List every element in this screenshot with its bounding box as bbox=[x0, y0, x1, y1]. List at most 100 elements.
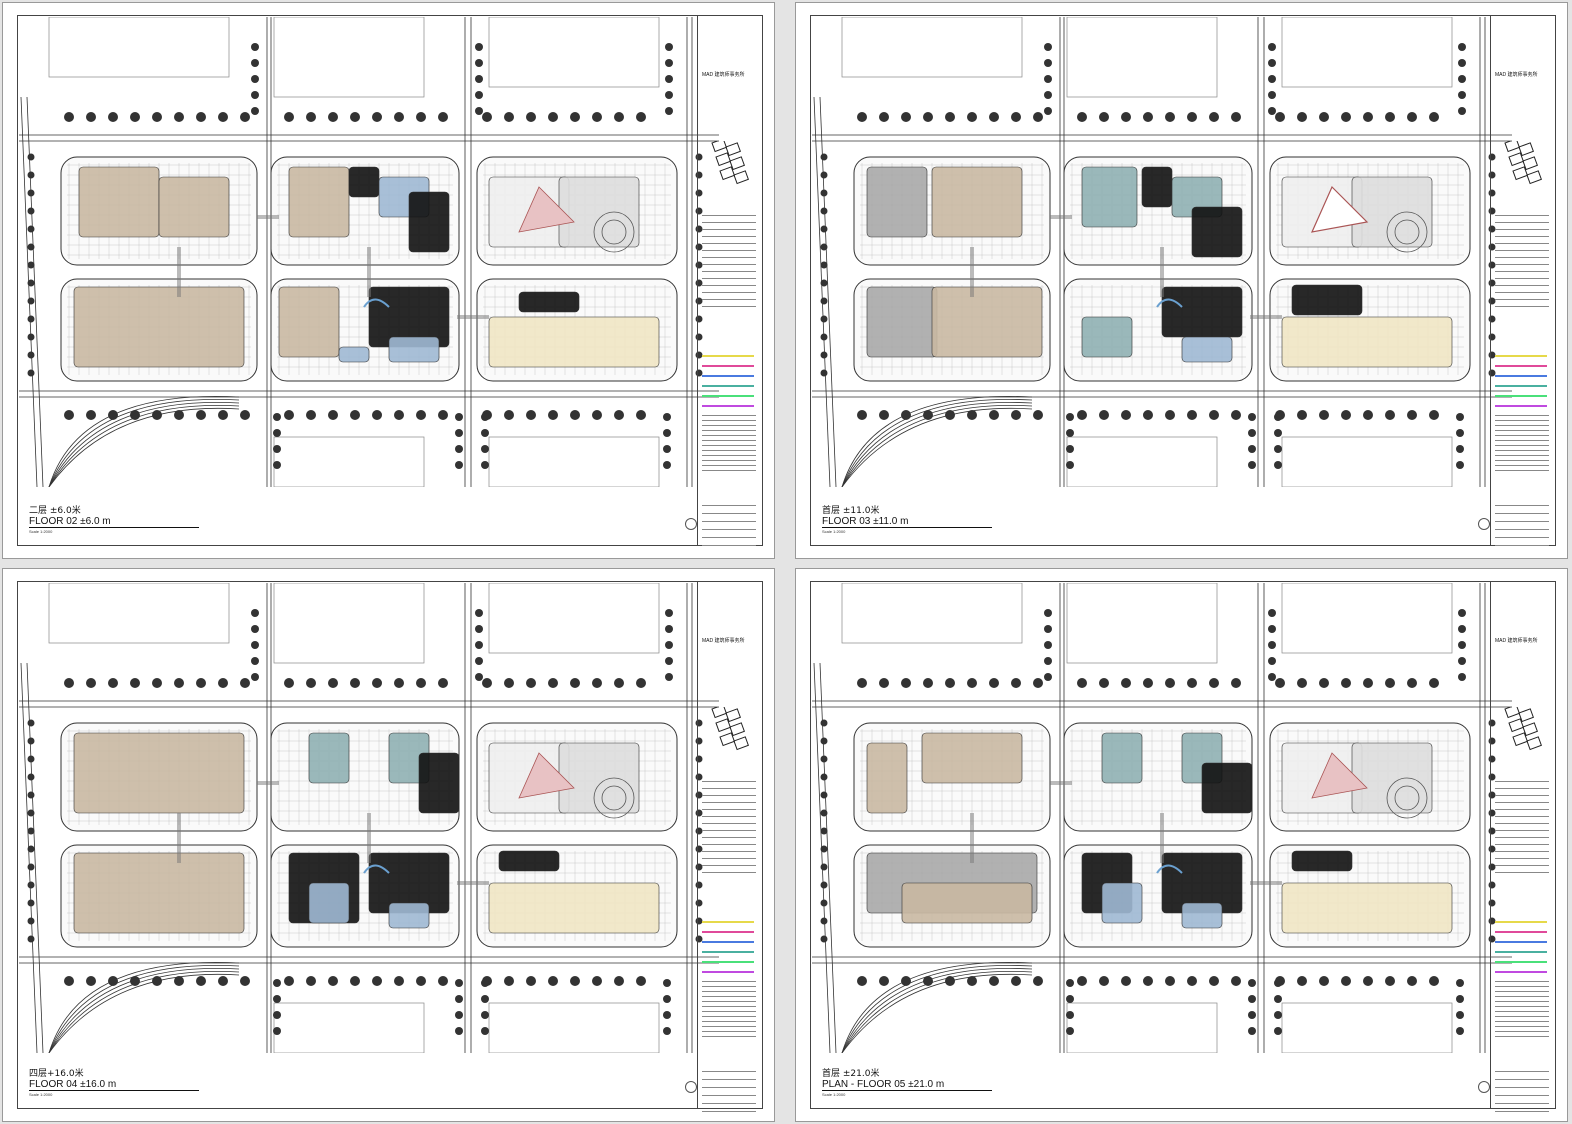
tree-icon bbox=[475, 625, 483, 633]
road-line bbox=[20, 96, 38, 487]
key-plan-block bbox=[733, 170, 749, 185]
site-plan-drawing bbox=[19, 17, 719, 487]
tree-icon bbox=[1268, 673, 1276, 681]
title-block-rule bbox=[702, 236, 756, 237]
legend-color-swatch bbox=[702, 951, 754, 953]
tree-icon bbox=[820, 791, 828, 799]
existing-building bbox=[1066, 583, 1218, 664]
legend-color-swatch bbox=[1495, 395, 1547, 397]
title-block-rule bbox=[702, 243, 756, 244]
tree-icon bbox=[1458, 43, 1466, 51]
tree-icon bbox=[1066, 1027, 1074, 1035]
tree-icon bbox=[1458, 107, 1466, 115]
tree-icon bbox=[1458, 673, 1466, 681]
tree-icon bbox=[1044, 641, 1052, 649]
tree-icon bbox=[1066, 1011, 1074, 1019]
tree-icon bbox=[1407, 410, 1417, 420]
title-block-rule bbox=[1495, 816, 1549, 817]
title-block-rule bbox=[1495, 851, 1549, 852]
tree-icon bbox=[1429, 976, 1439, 986]
legend-color-swatch bbox=[1495, 941, 1547, 943]
tree-icon bbox=[27, 369, 35, 377]
tree-icon bbox=[1044, 59, 1052, 67]
tree-icon bbox=[663, 413, 671, 421]
caption-chinese: 首层 ±11.0米 bbox=[822, 506, 880, 516]
tree-icon bbox=[27, 225, 35, 233]
tree-icon bbox=[350, 976, 360, 986]
legend-color-swatch bbox=[1495, 971, 1547, 973]
water-curve bbox=[363, 864, 390, 874]
title-block-rule bbox=[702, 420, 756, 421]
tree-icon bbox=[251, 75, 259, 83]
tree-icon bbox=[86, 112, 96, 122]
tree-icon bbox=[820, 207, 828, 215]
tree-icon bbox=[820, 827, 828, 835]
drawing-sheet-floor04[interactable]: MAD 建筑师事务所 四层+16.0米 FLOOR 04 ±16.0 m Sca… bbox=[2, 568, 775, 1122]
legend-color-swatch bbox=[1495, 405, 1547, 407]
key-plan-block bbox=[1508, 718, 1524, 733]
tree-icon bbox=[820, 351, 828, 359]
tree-icon bbox=[1121, 410, 1131, 420]
drawing-sheet-floor02[interactable]: MAD 建筑师事务所 二层 ±6.0米 FLOOR 02 ±6.0 m Scal… bbox=[2, 2, 775, 559]
tree-icon bbox=[1066, 445, 1074, 453]
tree-icon bbox=[27, 279, 35, 287]
tree-icon bbox=[1187, 678, 1197, 688]
drawing-sheet-floor03[interactable]: MAD 建筑师事务所 首层 ±11.0米 FLOOR 03 ±11.0 m Sc… bbox=[795, 2, 1568, 559]
program-area bbox=[348, 166, 380, 198]
tree-icon bbox=[1187, 410, 1197, 420]
tree-icon bbox=[86, 678, 96, 688]
key-plan-block bbox=[1512, 166, 1528, 181]
tree-icon bbox=[86, 410, 96, 420]
tree-icon bbox=[636, 112, 646, 122]
interchange-curve bbox=[841, 970, 1033, 1053]
tree-icon bbox=[475, 91, 483, 99]
title-block-rule bbox=[1495, 1079, 1549, 1080]
tree-icon bbox=[64, 410, 74, 420]
tree-icon bbox=[130, 112, 140, 122]
title-block-rule bbox=[702, 285, 756, 286]
north-arrow-icon bbox=[1478, 1081, 1490, 1093]
title-block-rule bbox=[702, 996, 756, 997]
tree-icon bbox=[665, 657, 673, 665]
title-block: MAD 建筑师事务所 bbox=[697, 581, 760, 1112]
tree-icon bbox=[240, 410, 250, 420]
tree-icon bbox=[475, 107, 483, 115]
tree-icon bbox=[636, 410, 646, 420]
title-block-rule bbox=[1495, 986, 1549, 987]
tree-icon bbox=[27, 351, 35, 359]
tree-icon bbox=[328, 976, 338, 986]
tree-icon bbox=[372, 678, 382, 688]
interchange-curve bbox=[841, 967, 1033, 1053]
tree-icon bbox=[481, 995, 489, 1003]
existing-building bbox=[273, 17, 425, 98]
tree-icon bbox=[273, 995, 281, 1003]
program-area bbox=[518, 291, 580, 313]
caption-english: FLOOR 04 ±16.0 m bbox=[29, 1079, 199, 1091]
tree-icon bbox=[27, 153, 35, 161]
legend-color-swatch bbox=[702, 941, 754, 943]
drawing-sheet-floor05[interactable]: MAD 建筑师事务所 首层 ±21.0米 PLAN - FLOOR 05 ±21… bbox=[795, 568, 1568, 1122]
tree-icon bbox=[665, 59, 673, 67]
tree-icon bbox=[1187, 112, 1197, 122]
sheet-caption: 首层 ±11.0米 FLOOR 03 ±11.0 m Scale 1:2000 bbox=[822, 506, 992, 534]
key-plan-block bbox=[1518, 708, 1534, 723]
program-area bbox=[931, 286, 1043, 358]
tree-icon bbox=[820, 261, 828, 269]
tree-icon bbox=[481, 461, 489, 469]
plaza-circle bbox=[1394, 219, 1420, 245]
tree-icon bbox=[481, 979, 489, 987]
title-block-rule bbox=[1495, 981, 1549, 982]
title-block-rule bbox=[702, 823, 756, 824]
tree-icon bbox=[130, 410, 140, 420]
existing-buildings bbox=[48, 17, 660, 487]
existing-buildings bbox=[841, 17, 1453, 487]
tree-icon bbox=[1077, 976, 1087, 986]
tree-icon bbox=[1456, 429, 1464, 437]
title-block: MAD 建筑师事务所 bbox=[697, 15, 760, 546]
tree-icon bbox=[251, 625, 259, 633]
title-block-rule bbox=[702, 837, 756, 838]
tree-icon bbox=[967, 410, 977, 420]
title-block-rule bbox=[702, 257, 756, 258]
tree-icon bbox=[1033, 112, 1043, 122]
tree-icon bbox=[306, 410, 316, 420]
